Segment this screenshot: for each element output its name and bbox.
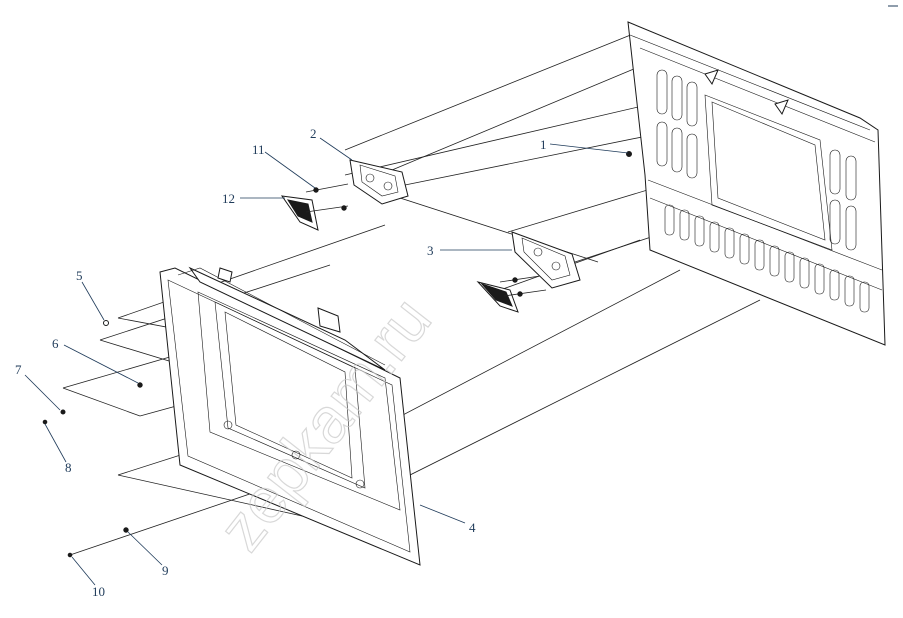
callout-4: 4	[469, 520, 476, 535]
callout-3: 3	[427, 243, 434, 258]
part-6-screw	[137, 382, 143, 388]
part-5-clip	[103, 320, 109, 326]
callout-10: 10	[92, 584, 105, 599]
part-7-washer	[60, 409, 66, 415]
callout-2: 2	[310, 126, 317, 141]
part-4-window-panel	[159, 266, 421, 566]
part-1-rear-panel	[626, 21, 886, 346]
callout-8: 8	[65, 460, 72, 475]
callout-labels: 1 2 3 4 5 6 7 8 9 10 11 12	[15, 126, 547, 599]
fasteners	[42, 320, 143, 558]
part-11-screws	[305, 183, 349, 213]
callout-1: 1	[540, 137, 547, 152]
part-12-upper-lamp	[280, 195, 319, 231]
callout-12: 12	[222, 191, 235, 206]
panel-slots-lower	[664, 204, 870, 313]
callout-6: 6	[52, 336, 59, 351]
lower-lamp	[476, 275, 547, 313]
callout-9: 9	[162, 563, 169, 578]
leader-lines	[24, 137, 629, 586]
panel-slots-upper	[656, 69, 857, 251]
callout-11: 11	[252, 142, 265, 157]
part-8-screw	[42, 419, 48, 425]
part-3-lower-bracket	[511, 231, 581, 289]
callout-5: 5	[76, 268, 83, 283]
part-2-upper-bracket	[349, 159, 409, 205]
part-9-washer	[123, 527, 129, 533]
part-10-screw	[67, 552, 73, 558]
callout-7: 7	[15, 362, 22, 377]
